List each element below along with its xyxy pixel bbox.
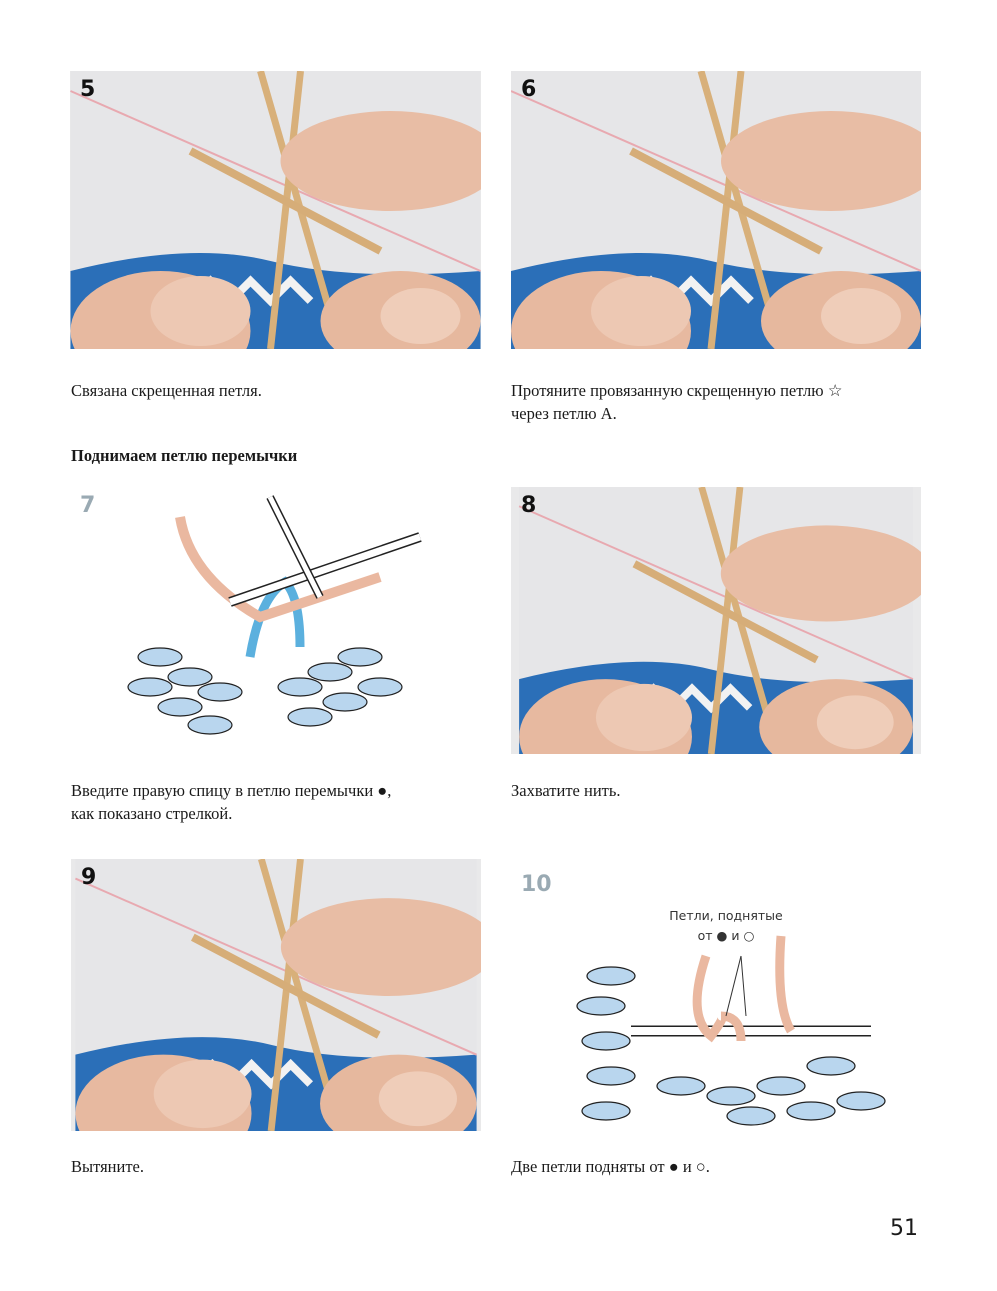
- step-number: 9: [81, 865, 97, 890]
- step-8-photo: 8: [511, 487, 921, 754]
- section-heading: Поднимаем петлю перемычки: [71, 446, 298, 465]
- step-number: 10: [521, 872, 552, 897]
- step-6-photo: 6: [511, 71, 921, 349]
- step-number: 5: [80, 77, 96, 102]
- caption-line: Протяните провязанную скрещенную петлю ☆: [511, 381, 843, 400]
- page-number: 51: [890, 1216, 918, 1241]
- step-6-caption: Протяните провязанную скрещенную петлю ☆…: [511, 379, 843, 425]
- step-10-caption: Две петли подняты от ● и ○.: [511, 1157, 710, 1176]
- knitting-photo-image: [71, 859, 481, 1131]
- step-number: 6: [521, 77, 537, 102]
- step-8-caption: Захватите нить.: [511, 781, 621, 800]
- caption-line: Введите правую спицу в петлю перемычки ●…: [71, 781, 392, 800]
- diagram-label-line: от ● и ○: [697, 928, 755, 943]
- step-10-diagram: 10 Петли, поднятые от ● и ○: [511, 866, 921, 1136]
- step-9-photo: 9: [71, 859, 481, 1131]
- caption-line: через петлю А.: [511, 404, 617, 423]
- knitting-diagram-image: [127, 495, 422, 735]
- caption-line: как показано стрелкой.: [71, 804, 233, 823]
- diagram-label-line: Петли, поднятые: [669, 908, 783, 923]
- knitting-diagram-image: [576, 935, 886, 1126]
- knitting-photo-image: [70, 71, 481, 349]
- step-9-caption: Вытяните.: [71, 1157, 144, 1176]
- step-number: 8: [521, 493, 537, 518]
- step-7-diagram: 7: [70, 487, 481, 755]
- diagram-label: Петли, поднятые от ● и ○: [651, 906, 801, 946]
- step-7-caption: Введите правую спицу в петлю перемычки ●…: [71, 779, 391, 825]
- step-number: 7: [80, 493, 96, 518]
- knitting-photo-image: [511, 71, 921, 349]
- step-5-photo: 5: [70, 71, 481, 349]
- step-5-caption: Связана скрещенная петля.: [71, 381, 262, 400]
- knitting-photo-image: [511, 487, 921, 754]
